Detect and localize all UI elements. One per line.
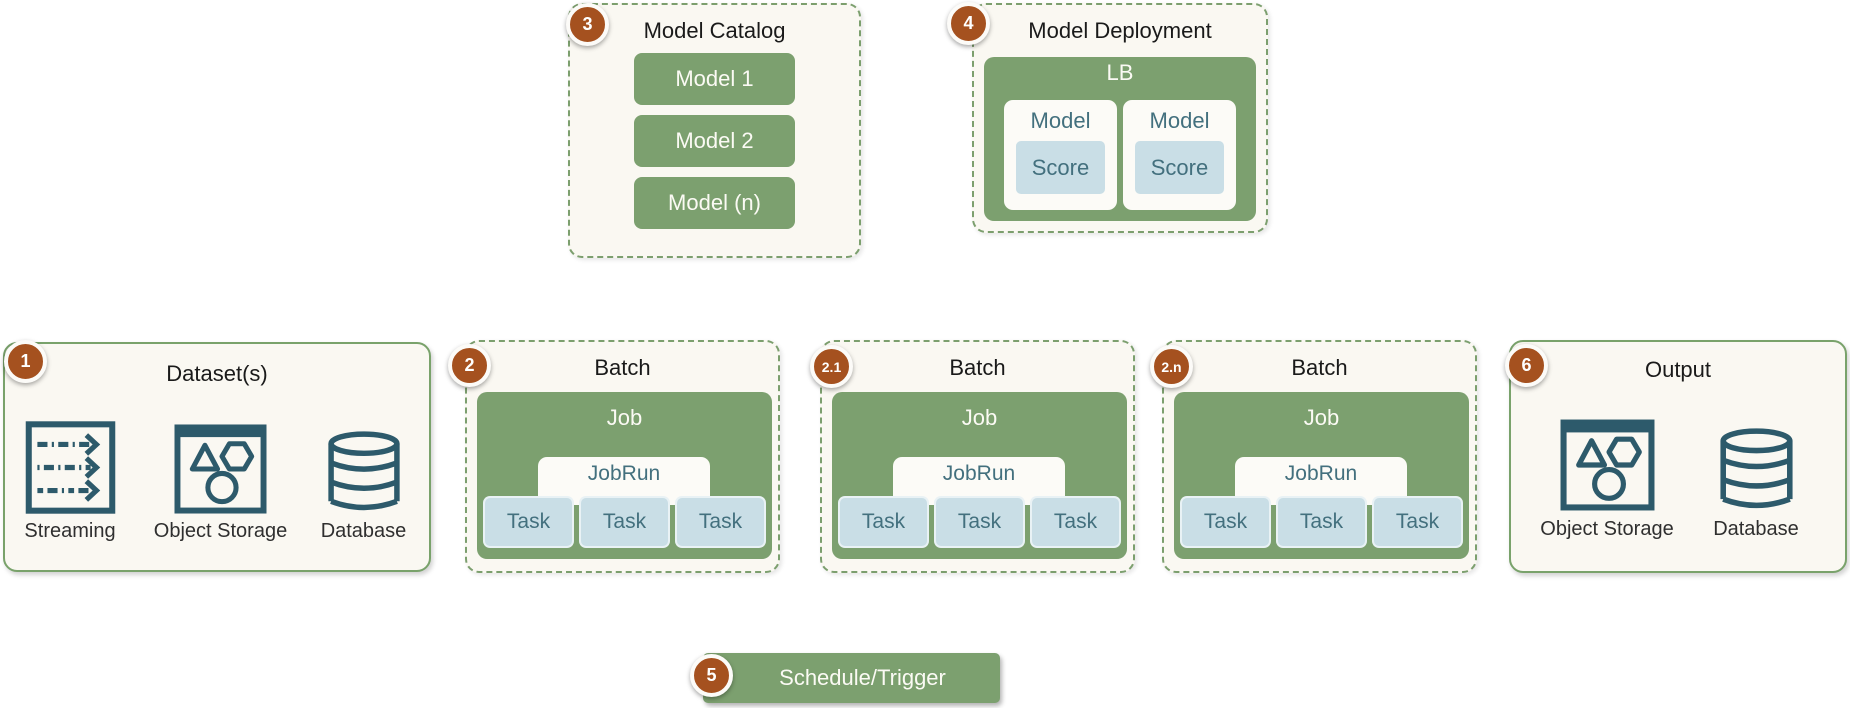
model-instances-row: Model Score Model Score	[984, 100, 1256, 210]
output-title: Output	[1644, 357, 1712, 382]
model-instance-label: Model	[1149, 108, 1210, 133]
streaming-source: Streaming	[10, 420, 130, 543]
step-badge-2-n: 2.n	[1150, 345, 1193, 388]
model-1-node: Model 1	[634, 53, 795, 105]
score-endpoint: Score	[1016, 141, 1105, 194]
database-icon	[324, 430, 404, 515]
task-node: Task	[1030, 496, 1121, 548]
job-label: Job	[1303, 405, 1340, 430]
step-badge-4: 4	[947, 2, 990, 45]
step-badge-2-1: 2.1	[810, 345, 853, 388]
database-label: Database	[1713, 518, 1799, 540]
job-container: Job JobRun Task Task Task	[832, 392, 1127, 559]
task-node: Task	[1372, 496, 1463, 548]
database-target: Database	[1701, 427, 1811, 541]
dataset-sources-row: Streaming Object Storage Database	[10, 420, 416, 543]
task-node: Task	[934, 496, 1025, 548]
batch-box-2-1: Batch Job JobRun Task Task Task	[820, 340, 1135, 573]
step-badge-3: 3	[566, 3, 609, 46]
task-node: Task	[579, 496, 670, 548]
task-node: Task	[838, 496, 929, 548]
output-targets-row: Object Storage Database	[1527, 417, 1825, 541]
object-storage-target: Object Storage	[1527, 417, 1687, 541]
streaming-label: Streaming	[24, 520, 116, 542]
jobrun-label: JobRun	[587, 462, 661, 485]
output-box: Output Object Storage Database	[1509, 340, 1847, 573]
batch-title: Batch	[949, 355, 1006, 380]
task-row: Task Task Task	[483, 496, 766, 548]
model-instance-card: Model Score	[1004, 100, 1117, 210]
model-deployment-title: Model Deployment	[1028, 18, 1212, 43]
job-label: Job	[606, 405, 643, 430]
task-node: Task	[1276, 496, 1367, 548]
model-deployment-box: Model Deployment LB Model Score Model Sc…	[972, 3, 1268, 233]
task-row: Task Task Task	[1180, 496, 1463, 548]
step-badge-5: 5	[690, 654, 733, 697]
streaming-icon	[24, 420, 117, 515]
step-badge-1: 1	[4, 340, 47, 383]
load-balancer-container: LB Model Score Model Score	[984, 57, 1256, 221]
task-node: Task	[1180, 496, 1271, 548]
batch-title: Batch	[594, 355, 651, 380]
step-badge-6: 6	[1505, 344, 1548, 387]
task-row: Task Task Task	[838, 496, 1121, 548]
object-storage-icon	[1559, 417, 1656, 513]
model-2-node: Model 2	[634, 115, 795, 167]
object-storage-source: Object Storage	[146, 423, 296, 543]
step-badge-2: 2	[448, 344, 491, 387]
database-icon	[1716, 427, 1797, 513]
batch-title: Batch	[1291, 355, 1348, 380]
schedule-trigger-label: Schedule/Trigger	[779, 665, 946, 690]
object-storage-label: Object Storage	[1540, 518, 1674, 540]
model-instance-card: Model Score	[1123, 100, 1236, 210]
model-catalog-title: Model Catalog	[643, 18, 786, 43]
job-container: Job JobRun Task Task Task	[1174, 392, 1469, 559]
schedule-trigger-node: Schedule/Trigger	[703, 653, 1000, 703]
score-endpoint: Score	[1135, 141, 1224, 194]
object-storage-label: Object Storage	[153, 520, 288, 542]
database-label: Database	[320, 520, 407, 542]
batch-box-2-n: Batch Job JobRun Task Task Task	[1162, 340, 1477, 573]
jobrun-label: JobRun	[942, 462, 1016, 485]
model-instance-label: Model	[1030, 108, 1091, 133]
task-node: Task	[675, 496, 766, 548]
model-n-node: Model (n)	[634, 177, 795, 229]
job-container: Job JobRun Task Task Task	[477, 392, 772, 559]
job-label: Job	[961, 405, 998, 430]
jobrun-label: JobRun	[1284, 462, 1358, 485]
task-node: Task	[483, 496, 574, 548]
datasets-box: Dataset(s) Streaming Object Storage Data…	[3, 342, 431, 572]
model-catalog-box: Model Catalog Model 1 Model 2 Model (n)	[568, 3, 861, 258]
object-storage-icon	[173, 423, 268, 515]
model-list: Model 1 Model 2 Model (n)	[570, 53, 859, 229]
batch-box-2: Batch Job JobRun Task Task Task	[465, 340, 780, 573]
load-balancer-label: LB	[1106, 60, 1134, 85]
datasets-title: Dataset(s)	[166, 361, 268, 386]
database-source: Database	[311, 430, 416, 543]
